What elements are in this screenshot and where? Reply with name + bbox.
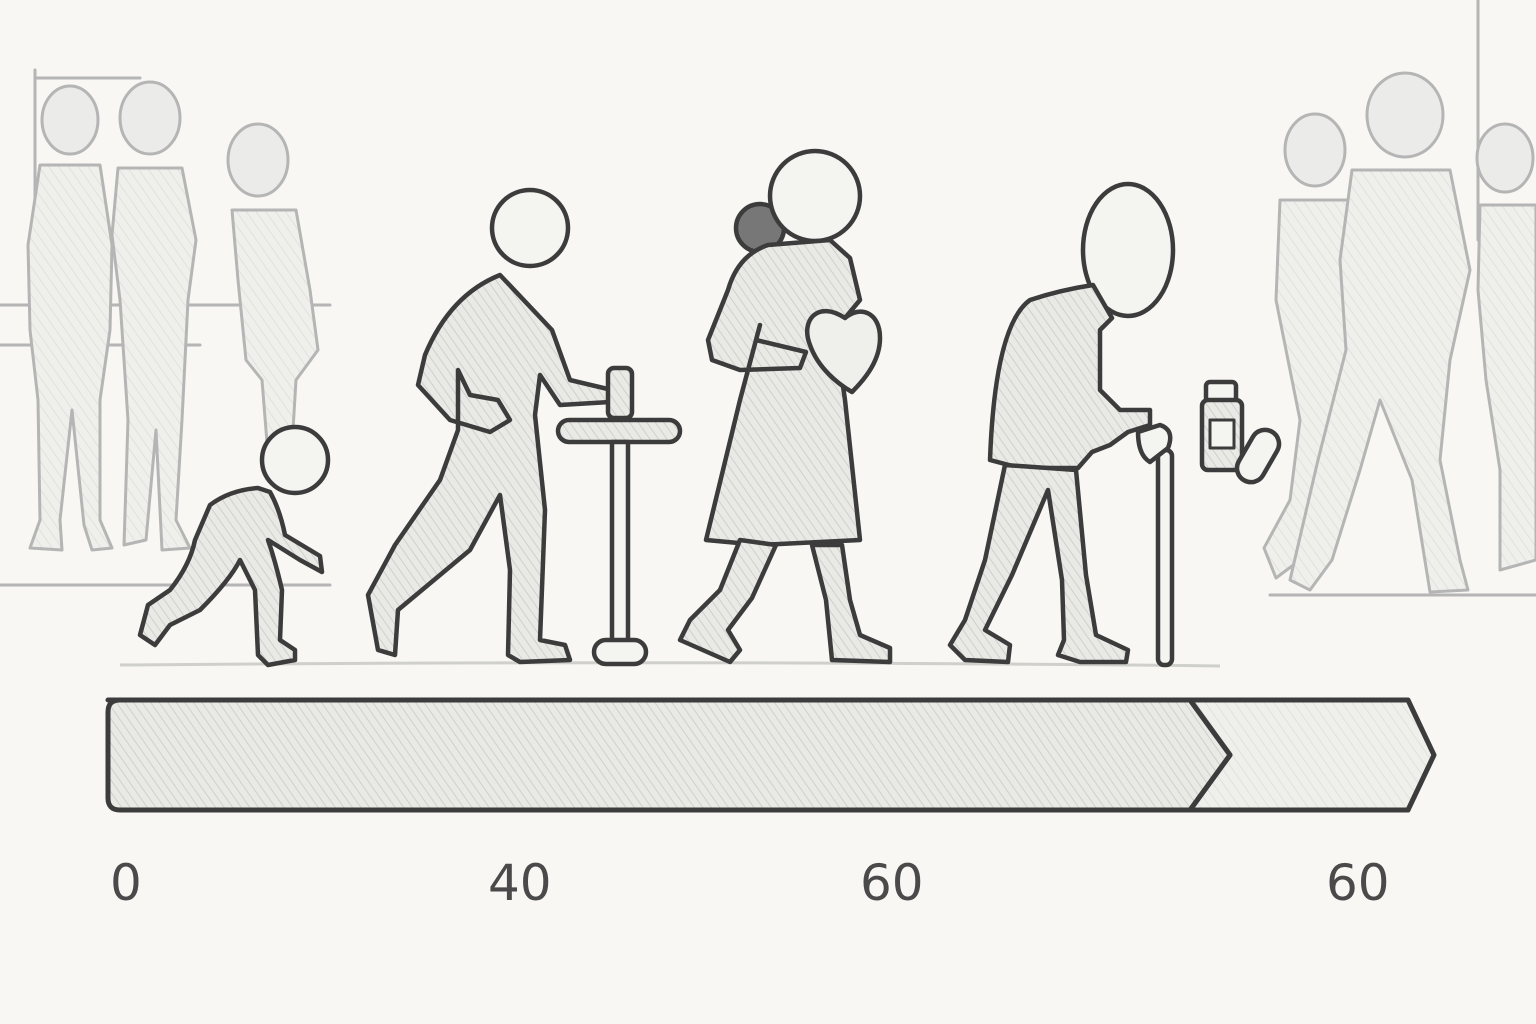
- crawling-child: [137, 424, 331, 668]
- age-label-60: 60: [860, 854, 924, 912]
- timeline-bar: [105, 697, 1437, 813]
- age-label-40: 40: [488, 854, 552, 912]
- capsule-icon: [1234, 427, 1282, 485]
- ground-line: [119, 661, 1221, 668]
- timeline-bar-main: [105, 697, 1233, 813]
- age-label-0: 0: [110, 854, 142, 912]
- right-crowd: [1262, 0, 1536, 597]
- walking-adult: [365, 187, 615, 665]
- age-label-60-end: 60: [1326, 854, 1390, 912]
- elderly-man-with-cane: [947, 181, 1176, 668]
- table: [555, 365, 683, 667]
- left-crowd: [0, 68, 332, 587]
- woman-holding-heart: [677, 148, 893, 665]
- pill-bottle-icon: [1199, 379, 1245, 473]
